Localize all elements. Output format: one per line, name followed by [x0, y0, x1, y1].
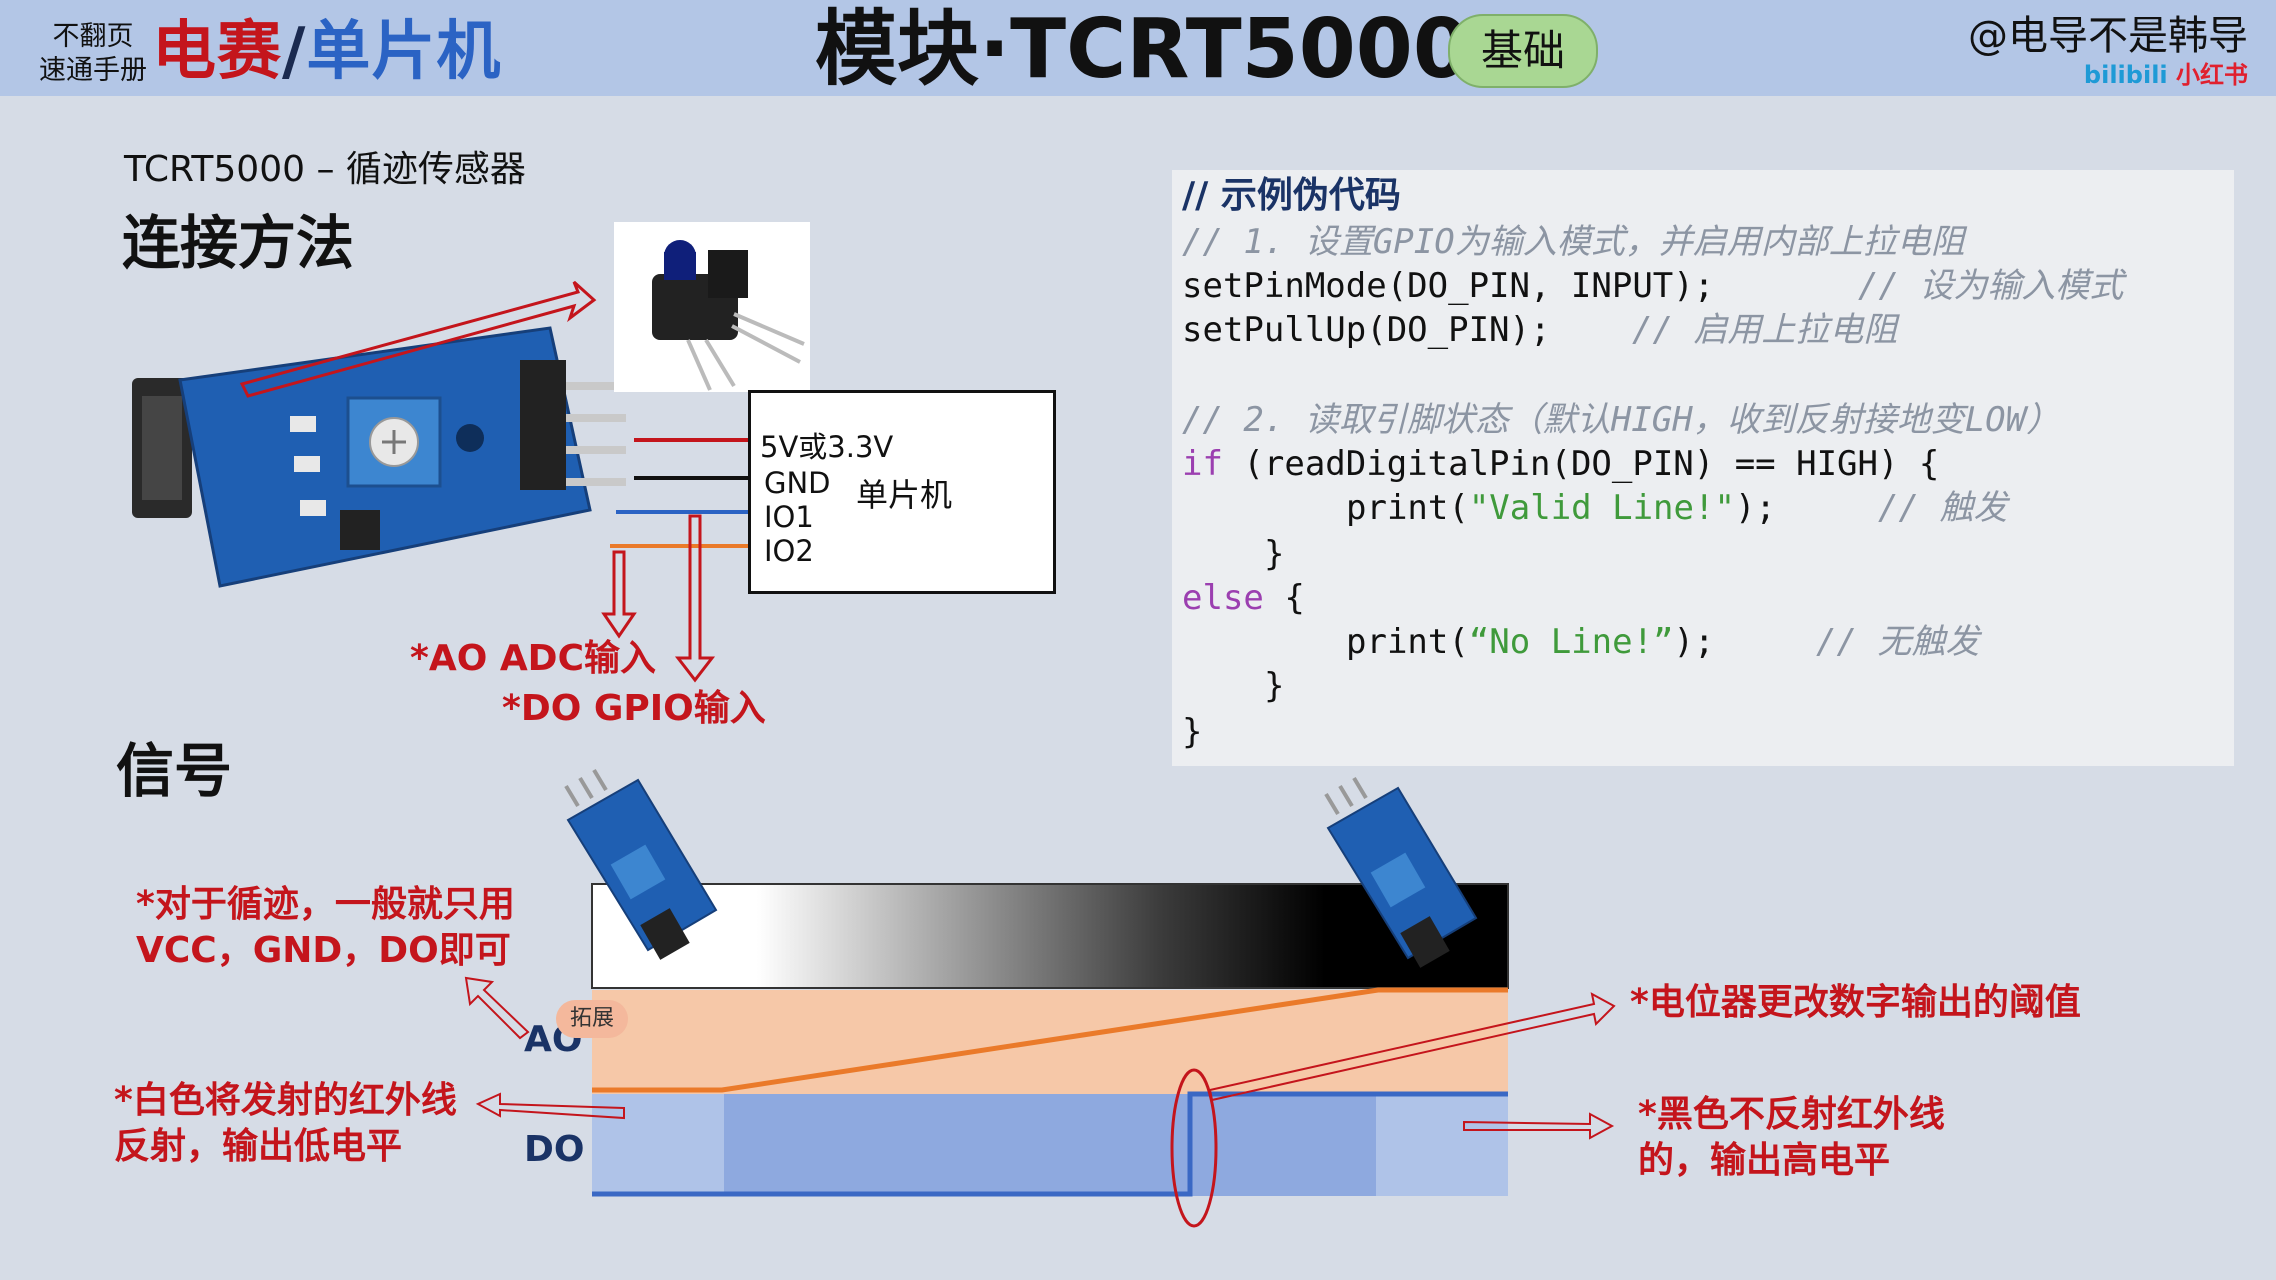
arrow-ao-down — [601, 550, 637, 639]
arrow-black — [1463, 1112, 1615, 1140]
level-badge: 基础 — [1448, 14, 1598, 88]
do-band-shaded — [724, 1094, 1376, 1196]
note-black-1: *黑色不反射红外线 — [1638, 1094, 1945, 1135]
section-signal-title: 信号 — [116, 737, 233, 805]
note-do-gpio: *DO GPIO输入 — [502, 688, 766, 729]
code-panel — [1172, 170, 2234, 766]
arrow-do-down — [674, 514, 716, 683]
arrow-minimal — [464, 976, 530, 1040]
sensor-over-black — [1324, 776, 1478, 968]
pin-header — [520, 360, 566, 490]
platform-labels: bilibili 小红书 — [1948, 60, 2248, 90]
note-potentiometer: *电位器更改数字输出的阈值 — [1630, 982, 2081, 1023]
arrow-white — [475, 1092, 625, 1120]
header-bar — [0, 0, 2276, 96]
note-white-2: 反射，输出低电平 — [114, 1126, 403, 1167]
category-a: 电赛 — [152, 15, 282, 89]
mcu-pin-gnd: GND — [764, 466, 831, 500]
header-series-line2: 速通手册 — [39, 55, 147, 86]
sensor-module-illustration — [132, 326, 626, 588]
code-line-9: print(“No Line!”);// 无触发 — [1346, 622, 1980, 662]
code-line-8: else { — [1182, 578, 1305, 618]
ao-waveform — [592, 987, 1508, 1093]
page-title: 模块·TCRT5000· — [815, 2, 1502, 97]
code-heading: // 示例伪代码 — [1182, 175, 1401, 216]
header-series-line1: 不翻页 — [52, 21, 134, 52]
category-b: 单片机 — [306, 15, 502, 89]
code-line-4: // 2. 读取引脚状态（默认HIGH，收到反射接地变LOW） — [1182, 400, 2061, 440]
mcu-pin-io2: IO2 — [764, 534, 814, 568]
author-handle: @电导不是韩导 — [1968, 13, 2248, 59]
header-series: 不翻页 速通手册 — [38, 20, 148, 88]
note-ao-adc: *AO ADC输入 — [410, 638, 656, 679]
code-line-10: } — [1264, 666, 1285, 706]
arrow-threshold — [1208, 992, 1616, 1102]
code-line-3: setPullUp(DO_PIN);// 启用上拉电阻 — [1182, 310, 1898, 350]
platform-bilibili: bilibili — [2083, 61, 2168, 89]
code-line-6: print("Valid Line!");// 触发 — [1346, 488, 2008, 528]
note-black-2: 的，输出高电平 — [1638, 1140, 1891, 1181]
extension-tag: 拓展 — [556, 1000, 628, 1038]
mcu-label: 单片机 — [856, 476, 953, 514]
category-sep: / — [282, 15, 307, 89]
sensor-over-white — [564, 768, 718, 960]
arrow-to-photo — [239, 280, 597, 398]
mcu-pin-vcc: 5V或3.3V — [760, 430, 894, 464]
code-line-2: setPinMode(DO_PIN, INPUT);// 设为输入模式 — [1182, 266, 2124, 306]
code-line-5: if (readDigitalPin(DO_PIN) == HIGH) { — [1182, 444, 1940, 484]
code-line-7: } — [1264, 534, 1285, 574]
note-white-1: *白色将发射的红外线 — [114, 1080, 457, 1121]
surface-gradient — [591, 883, 1509, 989]
note-minimal-2: VCC，GND，DO即可 — [136, 930, 511, 971]
module-subtitle: TCRT5000 – 循迹传感器 — [124, 149, 526, 190]
do-waveform — [592, 1091, 1508, 1197]
mcu-box — [748, 390, 1056, 594]
code-line-1: // 1. 设置GPIO为输入模式，并启用内部上拉电阻 — [1182, 222, 1965, 262]
section-connection-title: 连接方法 — [122, 209, 355, 277]
header-category: 电赛/单片机 — [152, 12, 501, 92]
platform-xiaohongshu: 小红书 — [2176, 61, 2248, 89]
tcrt5000-photo — [614, 222, 810, 392]
note-minimal-1: *对于循迹，一般就只用 — [136, 884, 515, 925]
code-line-11: } — [1182, 712, 1203, 752]
mcu-pin-io1: IO1 — [764, 500, 814, 534]
do-axis-label: DO — [524, 1129, 585, 1170]
threshold-mark — [1170, 1068, 1218, 1228]
